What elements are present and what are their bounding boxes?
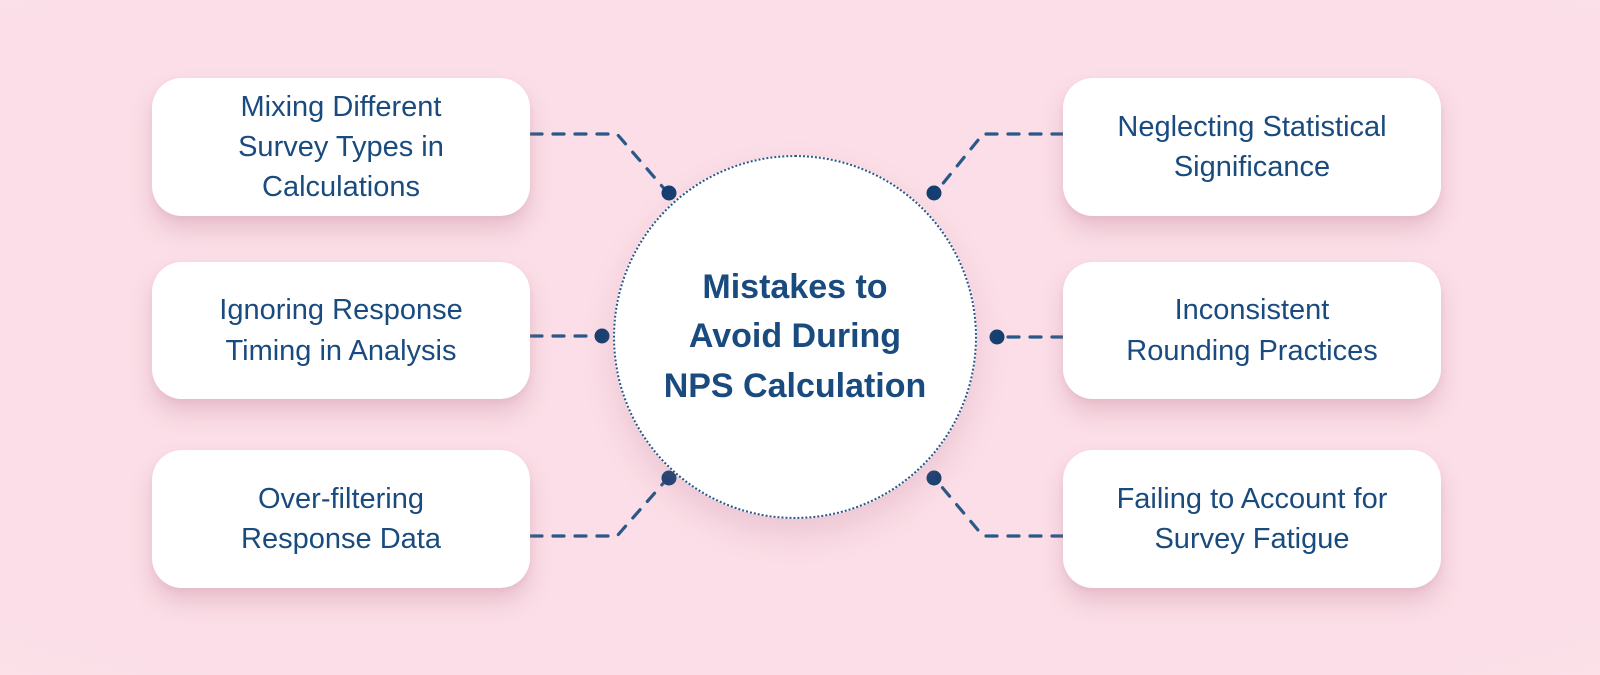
central-topic-label: Mistakes to Avoid During NPS Calculation <box>663 268 927 405</box>
connector-line-top-right <box>934 132 1065 194</box>
mistake-box-inconsistent-rounding: Inconsistent Rounding Practices <box>1063 262 1441 399</box>
mistake-box-over-filtering: Over-filtering Response Data <box>152 450 530 588</box>
central-topic-node: Mistakes to Avoid During NPS Calculation <box>613 155 977 519</box>
mistake-box-label: Failing to Account for Survey Fatigue <box>1116 482 1388 555</box>
mistake-box-label: Mixing Different Survey Types in Calcula… <box>238 90 444 203</box>
mistake-box-label: Neglecting Statistical Significance <box>1117 110 1387 183</box>
connector-dot-bottom-right <box>926 470 942 486</box>
mistake-box-label: Over-filtering Response Data <box>241 482 441 555</box>
connector-line-bottom-left <box>529 477 669 538</box>
connector-line-bottom-right <box>934 478 1065 538</box>
connector-dot-top-right <box>926 185 942 201</box>
connector-dot-mid-right <box>989 329 1005 345</box>
mistake-box-mixing-survey-types: Mixing Different Survey Types in Calcula… <box>152 78 530 216</box>
mistake-box-survey-fatigue: Failing to Account for Survey Fatigue <box>1063 450 1441 588</box>
connector-line-top-left <box>529 132 669 194</box>
mistake-box-ignoring-response-timing: Ignoring Response Timing in Analysis <box>152 262 530 399</box>
mistake-box-label: Inconsistent Rounding Practices <box>1126 294 1378 367</box>
mistake-box-label: Ignoring Response Timing in Analysis <box>219 294 463 367</box>
mistake-box-neglecting-significance: Neglecting Statistical Significance <box>1063 78 1441 216</box>
connector-dot-top-left <box>661 185 677 201</box>
connector-dot-bottom-left <box>661 470 677 486</box>
connector-dot-mid-left <box>594 328 610 344</box>
